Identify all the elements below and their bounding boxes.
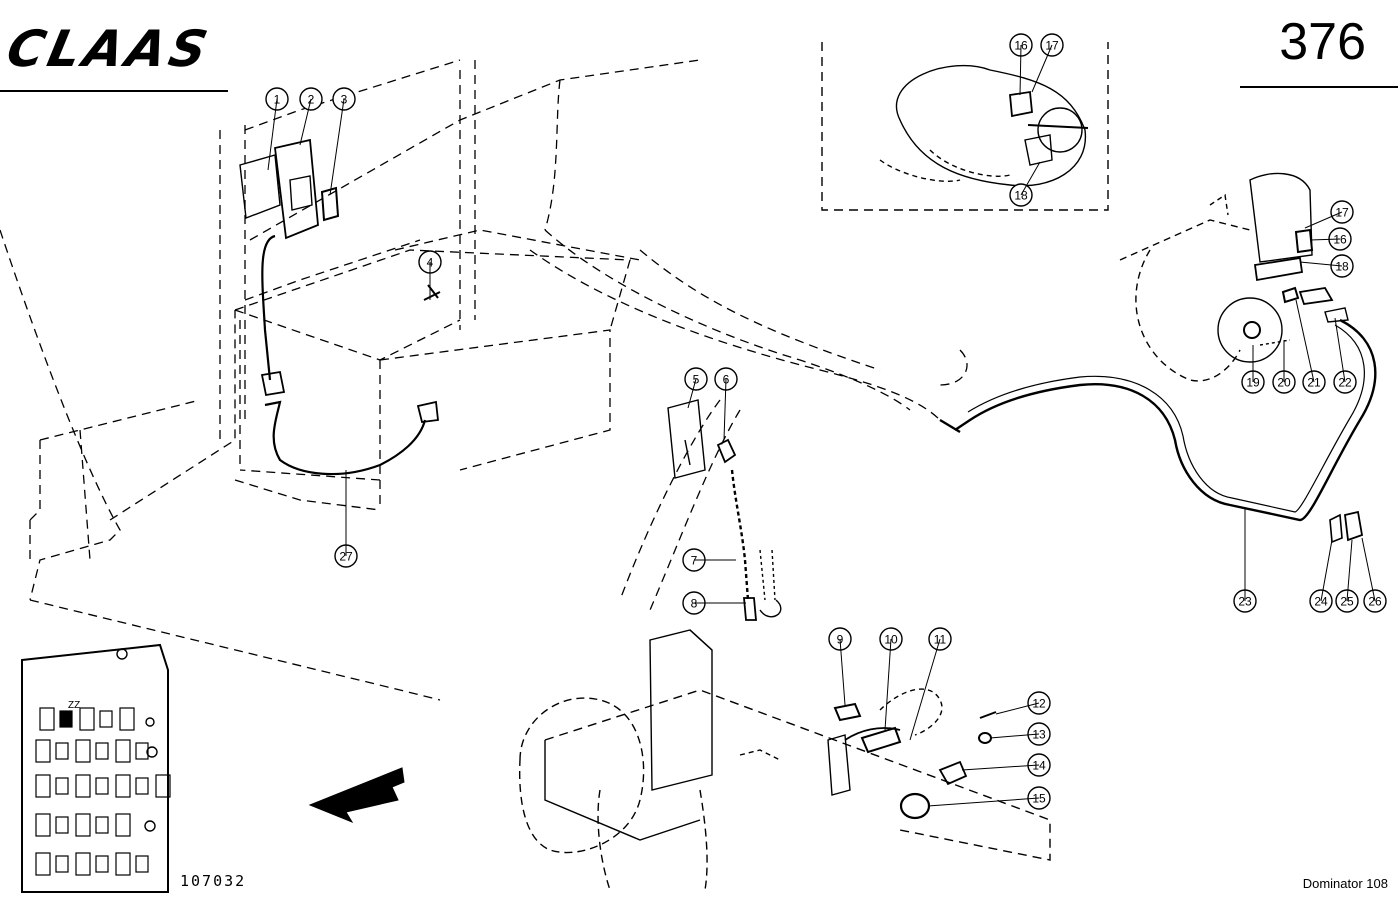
fuse-slot xyxy=(119,707,135,731)
callout-leader xyxy=(1346,539,1353,602)
callout-number: 25 xyxy=(1340,595,1354,609)
fuse-slot xyxy=(35,739,51,763)
fuse-slot xyxy=(115,739,131,763)
callout-number: 13 xyxy=(1032,728,1046,742)
logo-underline xyxy=(0,90,228,92)
fuse-slot xyxy=(55,855,69,873)
callout-leader xyxy=(723,378,727,441)
fuse-slot xyxy=(75,774,91,798)
fuse-slot xyxy=(155,774,171,798)
fuse-slot xyxy=(135,855,149,873)
fuse-slot xyxy=(59,710,73,728)
callout-number: 16 xyxy=(1333,233,1347,247)
callout-number: 12 xyxy=(1032,697,1046,711)
callout-leader xyxy=(687,378,697,409)
model-name: Dominator 108 xyxy=(1302,876,1388,891)
page-number-underline xyxy=(1240,86,1398,88)
callout-leader xyxy=(1295,299,1315,383)
fuse-slot xyxy=(115,852,131,876)
callout-number: 19 xyxy=(1246,376,1260,390)
callout-number: 27 xyxy=(339,550,353,564)
callout-number: 14 xyxy=(1032,759,1046,773)
fuse-slot xyxy=(55,742,69,760)
callout-leader xyxy=(839,638,846,706)
fuse-rows: ZZ xyxy=(35,700,171,876)
callout-leader xyxy=(267,98,278,171)
callout-number: 22 xyxy=(1338,376,1352,390)
fuse-slot xyxy=(95,777,109,795)
callout-leader xyxy=(989,733,1040,739)
callout-number: 26 xyxy=(1368,595,1382,609)
fuse-slot xyxy=(135,742,149,760)
alternator-assembly xyxy=(939,172,1377,544)
fuse-slot xyxy=(115,813,131,837)
lever-assembly xyxy=(518,629,1051,891)
callout-leader xyxy=(1031,44,1053,93)
callout-number: 18 xyxy=(1014,189,1028,203)
callout-leader xyxy=(329,98,345,196)
callout-leader xyxy=(1304,211,1343,229)
fuse-slot xyxy=(55,777,69,795)
callout-leader xyxy=(909,638,941,741)
fuse-slot xyxy=(35,852,51,876)
direction-arrow-icon xyxy=(308,767,405,824)
callout-leader xyxy=(927,797,1040,807)
fuse-slot xyxy=(79,707,95,731)
fuse-slot xyxy=(35,774,51,798)
callout-number: 18 xyxy=(1335,260,1349,274)
fuse-slot xyxy=(55,816,69,834)
callout-leader xyxy=(1334,317,1346,383)
callout-leader xyxy=(1320,539,1333,602)
callout-number: 15 xyxy=(1032,792,1046,806)
callout-number: 24 xyxy=(1314,595,1328,609)
fuse-panel-label: ZZ xyxy=(68,700,80,711)
callout-leader xyxy=(961,764,1040,771)
fuse-slot xyxy=(95,855,109,873)
fuse-slot xyxy=(99,710,113,728)
callout-leader xyxy=(1019,44,1022,96)
fuse-slot xyxy=(95,742,109,760)
fuse-slot xyxy=(75,739,91,763)
page-number: 376 xyxy=(1279,13,1366,71)
fuse-slot xyxy=(35,813,51,837)
callout-number: 21 xyxy=(1307,376,1321,390)
fuse-slot xyxy=(115,774,131,798)
callout-leader xyxy=(884,638,892,731)
fuse-panel: ZZ xyxy=(21,643,171,893)
callout-number: 20 xyxy=(1277,376,1291,390)
callout-leaders xyxy=(267,44,1376,807)
callout-leader xyxy=(1020,161,1041,196)
callout-leader xyxy=(299,98,312,146)
callout-leader xyxy=(1299,261,1343,267)
callout-leader xyxy=(1361,537,1376,602)
sensor-spring-assembly xyxy=(667,399,782,621)
callout-leader xyxy=(995,702,1040,715)
fuse-slot xyxy=(135,777,149,795)
callout-number: 17 xyxy=(1335,206,1349,220)
callout-leader xyxy=(1309,238,1341,241)
callout-number: 23 xyxy=(1238,595,1252,609)
fuse-slot xyxy=(75,852,91,876)
fuse-slot xyxy=(75,813,91,837)
fuse-slot xyxy=(39,707,55,731)
machine-outline xyxy=(0,59,968,701)
fuse-slot xyxy=(95,816,109,834)
drawing-number: 107032 xyxy=(180,872,247,890)
detail-inset xyxy=(821,42,1109,211)
monitor-assembly xyxy=(239,138,441,476)
